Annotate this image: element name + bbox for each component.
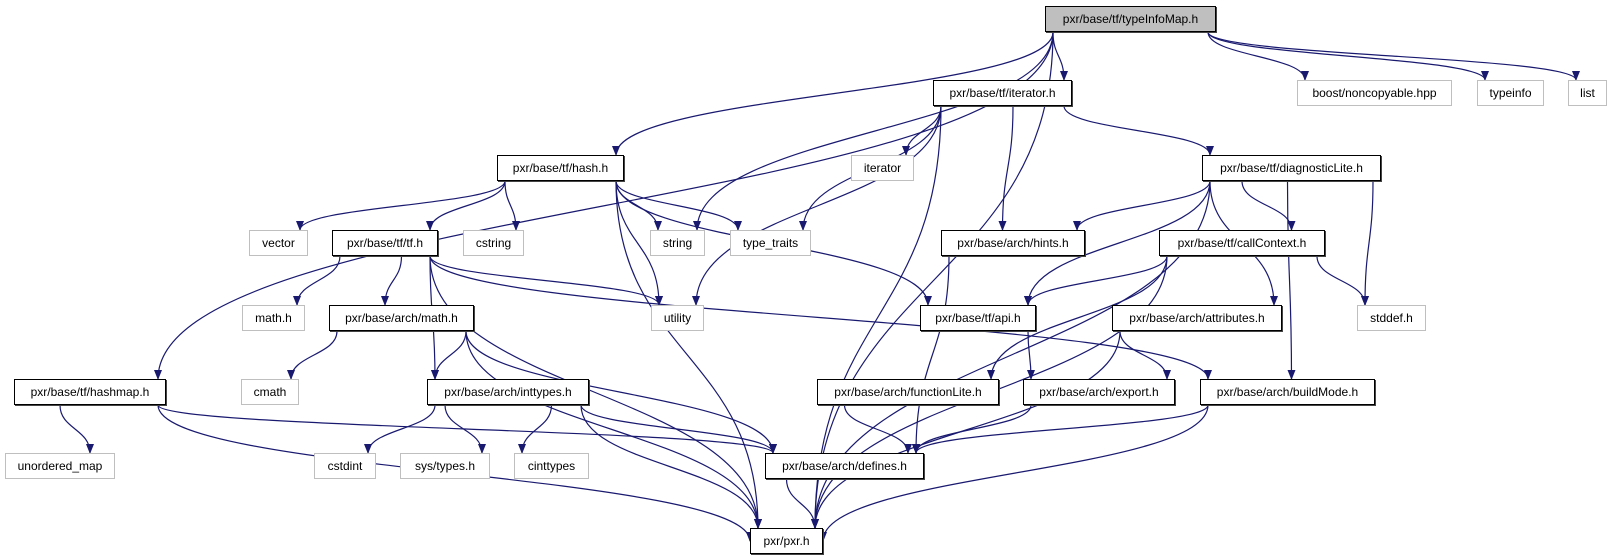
node-hash[interactable]: pxr/base/tf/hash.h [497, 155, 624, 181]
edge-hash-to-cstring [504, 180, 520, 231]
edge-hash-to-tf [426, 180, 506, 231]
edge-typeinfomap-to-iteratorh [1052, 31, 1068, 81]
node-export[interactable]: pxr/base/arch/export.h [1023, 379, 1175, 405]
edge-typeinfomap-to-boost [1207, 31, 1309, 81]
node-callcontext[interactable]: pxr/base/tf/callContext.h [1159, 230, 1325, 256]
node-hints[interactable]: pxr/base/arch/hints.h [941, 230, 1085, 256]
edge-tf-to-mathh [293, 255, 341, 306]
edge-callcontext-to-stddef [1316, 255, 1369, 306]
node-unordered-map: unordered_map [5, 453, 115, 479]
edge-iteratorh-to-hints [998, 105, 1014, 231]
node-typeinfo: typeinfo [1477, 80, 1544, 106]
node-diag[interactable]: pxr/base/tf/diagnosticLite.h [1202, 155, 1381, 181]
edge-archmath-to-cmath [287, 330, 338, 380]
edge-diag-to-callcontext [1241, 180, 1296, 231]
edge-hash-to-vector [296, 180, 506, 231]
node-attributes[interactable]: pxr/base/arch/attributes.h [1112, 305, 1282, 331]
node-functionlite[interactable]: pxr/base/arch/functionLite.h [817, 379, 999, 405]
node-hashmap[interactable]: pxr/base/tf/hashmap.h [14, 379, 166, 405]
edge-hashmap-to-unordered_map [59, 404, 94, 454]
edge-typeinfomap-to-string [693, 31, 1054, 231]
node-mathh: math.h [242, 305, 305, 331]
node-buildmode[interactable]: pxr/base/arch/buildMode.h [1200, 379, 1375, 405]
edge-inttypes-to-cinttypes [518, 404, 553, 454]
edge-diag-to-buildmode [1286, 180, 1296, 380]
edge-tf-to-archmath [381, 255, 403, 306]
edge-diag-to-api [1024, 180, 1211, 306]
node-iterator: iterator [851, 155, 914, 181]
node-systypes: sys/types.h [400, 453, 490, 479]
edge-buildmode-to-pxr [819, 404, 1209, 542]
edge-typeinfomap-to-pxr [811, 31, 1054, 529]
edge-api-to-export [1026, 330, 1035, 380]
edge-hash-to-type_traits [615, 180, 742, 231]
edge-callcontext-to-api [1024, 255, 1168, 306]
edge-typeinfomap-to-list [1207, 31, 1580, 81]
node-utility: utility [651, 305, 704, 331]
edge-tf-to-buildmode [429, 255, 1212, 380]
node-inttypes[interactable]: pxr/base/arch/inttypes.h [427, 379, 589, 405]
edge-iteratorh-to-utility [692, 105, 942, 306]
node-iteratorh[interactable]: pxr/base/tf/iterator.h [933, 80, 1072, 106]
edge-iteratorh-to-diag [1063, 105, 1214, 156]
node-cmath: cmath [241, 379, 299, 405]
node-vector: vector [249, 230, 308, 256]
node-string: string [650, 230, 705, 256]
edge-tf-to-utility [429, 255, 663, 306]
node-pxr[interactable]: pxr/pxr.h [750, 528, 823, 554]
edge-archmath-to-defines [465, 330, 777, 454]
node-type-traits: type_traits [730, 230, 811, 256]
edge-hash-to-string [615, 180, 662, 231]
node-api[interactable]: pxr/base/tf/api.h [920, 305, 1036, 331]
edge-inttypes-to-pxr [580, 404, 762, 529]
edge-hash-to-utility [615, 180, 663, 306]
edge-export-to-defines [912, 404, 1032, 454]
edge-diag-to-hints [1073, 180, 1211, 231]
edge-buildmode-to-defines [912, 404, 1209, 454]
edge-diag-to-stddef [1361, 180, 1374, 306]
edge-attributes-to-export [1119, 330, 1171, 380]
node-archmath[interactable]: pxr/base/arch/math.h [329, 305, 474, 331]
edge-archmath-to-pxr [465, 330, 762, 529]
edge-inttypes-to-systypes [444, 404, 486, 454]
node-cstdint: cstdint [314, 453, 376, 479]
node-stddef: stddef.h [1357, 305, 1426, 331]
edge-attributes-to-pxr [811, 330, 1121, 529]
edge-functionlite-to-defines [843, 404, 912, 454]
edge-archmath-to-inttypes [431, 330, 467, 380]
edge-hints-to-defines [912, 255, 950, 454]
edge-hash-to-pxr [615, 180, 762, 529]
node-list: list [1568, 80, 1607, 106]
edge-callcontext-to-functionlite [987, 255, 1168, 380]
node-boost: boost/noncopyable.hpp [1297, 80, 1452, 106]
edge-defines-to-pxr [785, 478, 819, 529]
edge-typeinfomap-to-typeinfo [1207, 31, 1489, 81]
edge-hashmap-to-defines [157, 404, 777, 454]
node-defines[interactable]: pxr/base/arch/defines.h [765, 453, 924, 479]
edge-inttypes-to-defines [580, 404, 777, 454]
node-tf[interactable]: pxr/base/tf/tf.h [332, 230, 438, 256]
node-typeinfomap[interactable]: pxr/base/tf/typeInfoMap.h [1045, 6, 1216, 32]
edge-inttypes-to-cstdint [364, 404, 436, 454]
node-cinttypes: cinttypes [514, 453, 589, 479]
edge-typeinfomap-to-hash [612, 31, 1054, 156]
edge-iteratorh-to-pxr [811, 105, 942, 529]
node-cstring: cstring [463, 230, 524, 256]
